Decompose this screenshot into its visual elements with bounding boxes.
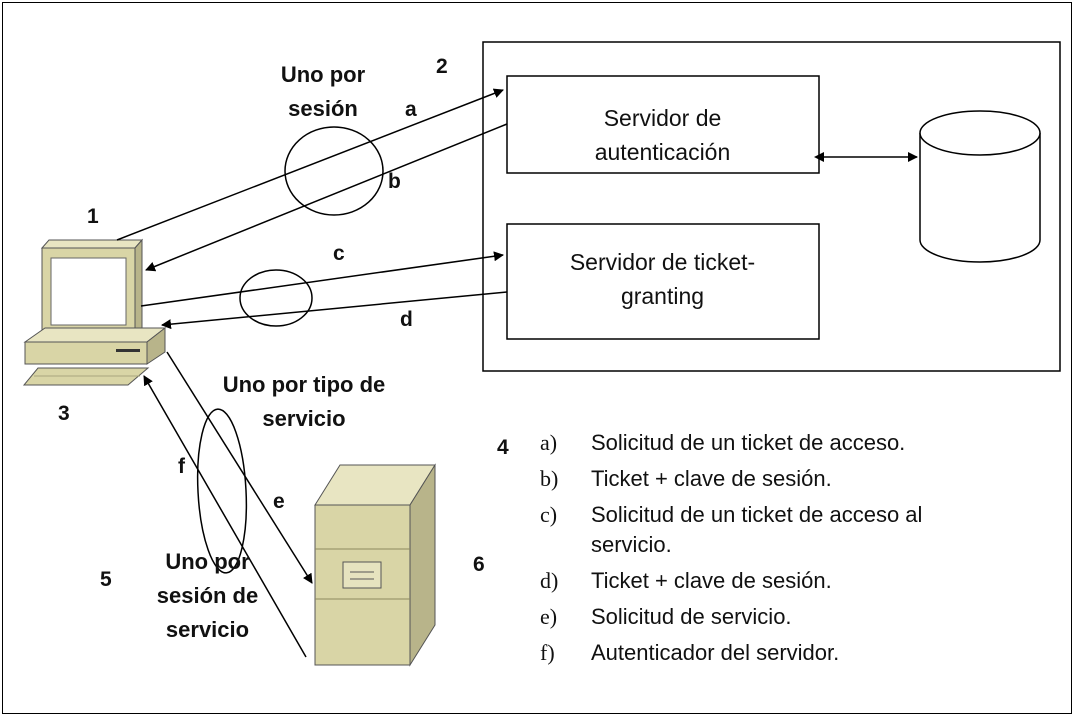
legend-text: Solicitud de un ticket de acceso. <box>591 430 906 455</box>
arrow-label-a: a <box>405 98 417 121</box>
arrow-label-b: b <box>388 170 401 193</box>
legend-item: a) Solicitud de un ticket de acceso. <box>540 428 960 458</box>
steps-legend: a) Solicitud de un ticket de acceso. b) Ti… <box>540 428 960 674</box>
legend-text: Ticket + clave de sesión. <box>591 568 832 593</box>
legend-marker: f) <box>540 640 555 665</box>
legend-item: c) Solicitud de un ticket de acceso al se… <box>540 500 960 560</box>
arrow-f <box>143 375 307 658</box>
legend-marker: a) <box>540 430 558 455</box>
tgs-server-box <box>506 223 820 340</box>
legend-marker: b) <box>540 466 559 491</box>
number-6: 6 <box>473 553 485 576</box>
legend-marker: e) <box>540 604 558 629</box>
number-2: 2 <box>436 55 448 78</box>
client-computer-icon <box>22 238 167 386</box>
arrow-c <box>140 251 504 307</box>
legend-text: Solicitud de un ticket de acceso al serv… <box>591 502 923 557</box>
arrow-label-c: c <box>333 242 345 265</box>
arrow-a <box>116 88 504 241</box>
legend-text: Ticket + clave de sesión. <box>591 466 832 491</box>
legend-item: b) Ticket + clave de sesión. <box>540 464 960 494</box>
arrow-b <box>145 123 508 272</box>
arrow-label-e: e <box>273 490 285 513</box>
kdc-container <box>482 41 1061 372</box>
arrow-d <box>161 291 508 330</box>
server-tower-icon <box>314 463 436 667</box>
number-4: 4 <box>497 436 509 459</box>
tgs-server-label: Servidor de ticket-granting <box>569 249 756 309</box>
number-5: 5 <box>100 568 112 591</box>
arrow-e <box>166 351 313 584</box>
per-service-type-label: Uno por tipo de servicio <box>222 372 386 431</box>
database-cylinder-icon <box>919 110 1041 263</box>
arrow-label-f: f <box>178 455 185 478</box>
number-3: 3 <box>58 402 70 425</box>
legend-item: f) Autenticador del servidor. <box>540 638 960 668</box>
arrow-label-d: d <box>400 308 413 331</box>
service-ellipse <box>196 408 248 574</box>
number-1: 1 <box>87 205 99 228</box>
legend-marker: c) <box>540 502 558 527</box>
per-session-label: Uno por sesión <box>280 62 366 121</box>
legend-text: Solicitud de servicio. <box>591 604 792 629</box>
per-service-session-label: Uno por sesión de servicio <box>156 549 259 642</box>
auth-server-label: Servidor de autenticación <box>594 105 731 165</box>
session-ellipse <box>284 126 384 216</box>
auth-server-box <box>506 75 820 174</box>
legend-item: e) Solicitud de servicio. <box>540 602 960 632</box>
legend-marker: d) <box>540 568 559 593</box>
legend-text: Autenticador del servidor. <box>591 640 840 665</box>
tgs-ellipse <box>239 269 313 327</box>
legend-item: d) Ticket + clave de sesión. <box>540 566 960 596</box>
